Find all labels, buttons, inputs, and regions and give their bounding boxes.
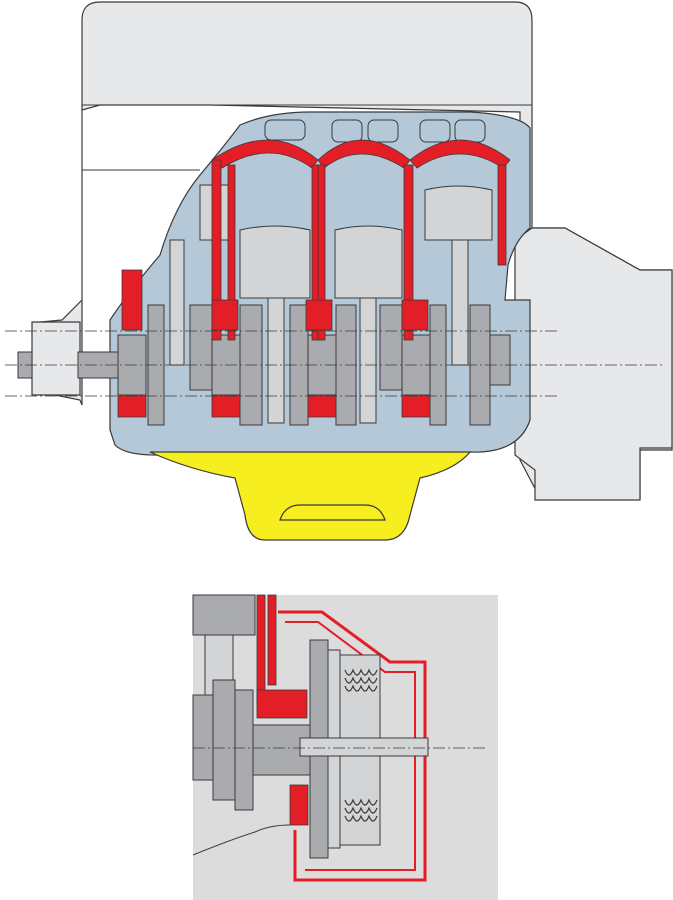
oil-gallery-arch-2 (317, 139, 411, 169)
centerlines (5, 330, 662, 397)
piston-2 (239, 225, 311, 424)
crankshaft-front-cap (31, 321, 81, 396)
pistons (169, 184, 493, 424)
clutch-assembly (252, 639, 429, 859)
detail-crank-parts (192, 594, 256, 811)
clutch-detail-view (192, 594, 498, 900)
valve-train (264, 119, 486, 143)
clutch-housing (278, 610, 427, 882)
engine-main-view (5, 1, 673, 541)
oil-drain-plug (279, 504, 386, 521)
clutch-spring-upper (344, 668, 378, 692)
piston-4 (424, 185, 493, 366)
clutch-springs (344, 668, 378, 822)
detail-housing-curve (192, 824, 291, 856)
detail-oil-passage (256, 594, 309, 826)
piston-3 (334, 225, 403, 424)
oil-passages (117, 139, 511, 418)
clutch-spring-lower (344, 798, 378, 822)
bellhousing (514, 227, 673, 501)
clutch-housing-inner (285, 621, 416, 871)
oil-gallery-arch-1 (211, 139, 319, 169)
oil-gallery-arch-3 (409, 139, 511, 169)
oil-sump (149, 451, 472, 541)
